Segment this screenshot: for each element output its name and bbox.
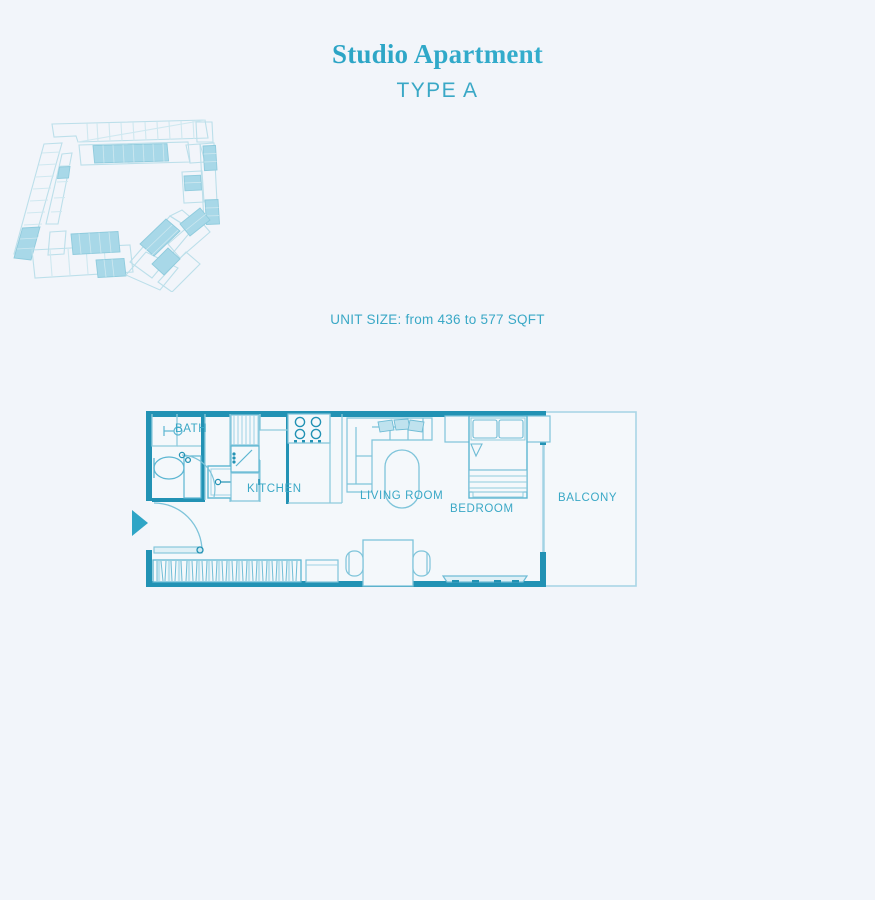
toilet [153, 456, 185, 480]
bath-fixtures [163, 426, 183, 436]
room-label-kitchen: KITCHEN [247, 483, 302, 495]
kitchen-counter-run [288, 414, 343, 504]
keyplan-highlight-top [92, 143, 170, 164]
dining-chair-left [345, 550, 364, 577]
studio-apartment-type-a-floorplan: BATH KITCHEN LIVING ROOM BEDROOM BALCONY [132, 411, 637, 587]
key-plan-container [0, 112, 875, 292]
keyplan-highlight-diagonal [139, 207, 211, 276]
balcony-fill [545, 413, 635, 585]
nightstand-right [523, 415, 551, 443]
nightstand-left [444, 415, 472, 443]
bed-throw-blanket [468, 469, 528, 493]
pillow-left [472, 419, 498, 439]
keyplan-highlight-bottom2 [95, 258, 127, 278]
balcony-outline [543, 411, 637, 587]
side-cabinet [305, 559, 339, 583]
room-label-bedroom: BEDROOM [450, 503, 514, 515]
entry-door [153, 502, 204, 554]
dining-table [362, 539, 414, 587]
wardrobe [152, 559, 302, 583]
entry-arrow [132, 510, 148, 536]
dining-chair-right [412, 550, 431, 577]
kitchen-cabinet-hatch [230, 414, 260, 446]
keyplan-highlight-inner-left [56, 166, 71, 179]
washing-machine [183, 455, 202, 499]
keyplan-highlight-left [13, 226, 41, 261]
keyplan-highlight-bottom [70, 231, 121, 255]
page-title: Studio Apartment [0, 39, 875, 70]
sofa-cushions [377, 418, 425, 433]
bed-corner-fold [470, 443, 483, 458]
interior-partitions [152, 414, 289, 504]
bath-door-swing [178, 451, 216, 498]
keyplan-highlight-right-upper [202, 144, 218, 172]
kitchen-lower-cabinet [230, 472, 260, 502]
unit-size-label: UNIT SIZE: from 436 to 577 SQFT [330, 312, 545, 327]
double-bed [468, 415, 528, 499]
plan-type-subtitle: TYPE A [396, 78, 479, 102]
building-key-plan [13, 119, 220, 292]
keyplan-highlight-mid-right [183, 174, 202, 192]
tv-console [441, 575, 529, 583]
stovetop [287, 413, 331, 444]
room-label-bath: BATH [175, 423, 207, 435]
room-label-balcony: BALCONY [558, 492, 617, 504]
oval-coffee-table [384, 449, 420, 509]
title-block: Studio Apartment TYPE A [0, 39, 875, 103]
room-label-living-room: LIVING ROOM [360, 490, 443, 502]
floorplan-container: BATH KITCHEN LIVING ROOM BEDROOM BALCONY [120, 400, 660, 600]
kitchen-sink [230, 445, 260, 473]
pillow-right [498, 419, 524, 439]
